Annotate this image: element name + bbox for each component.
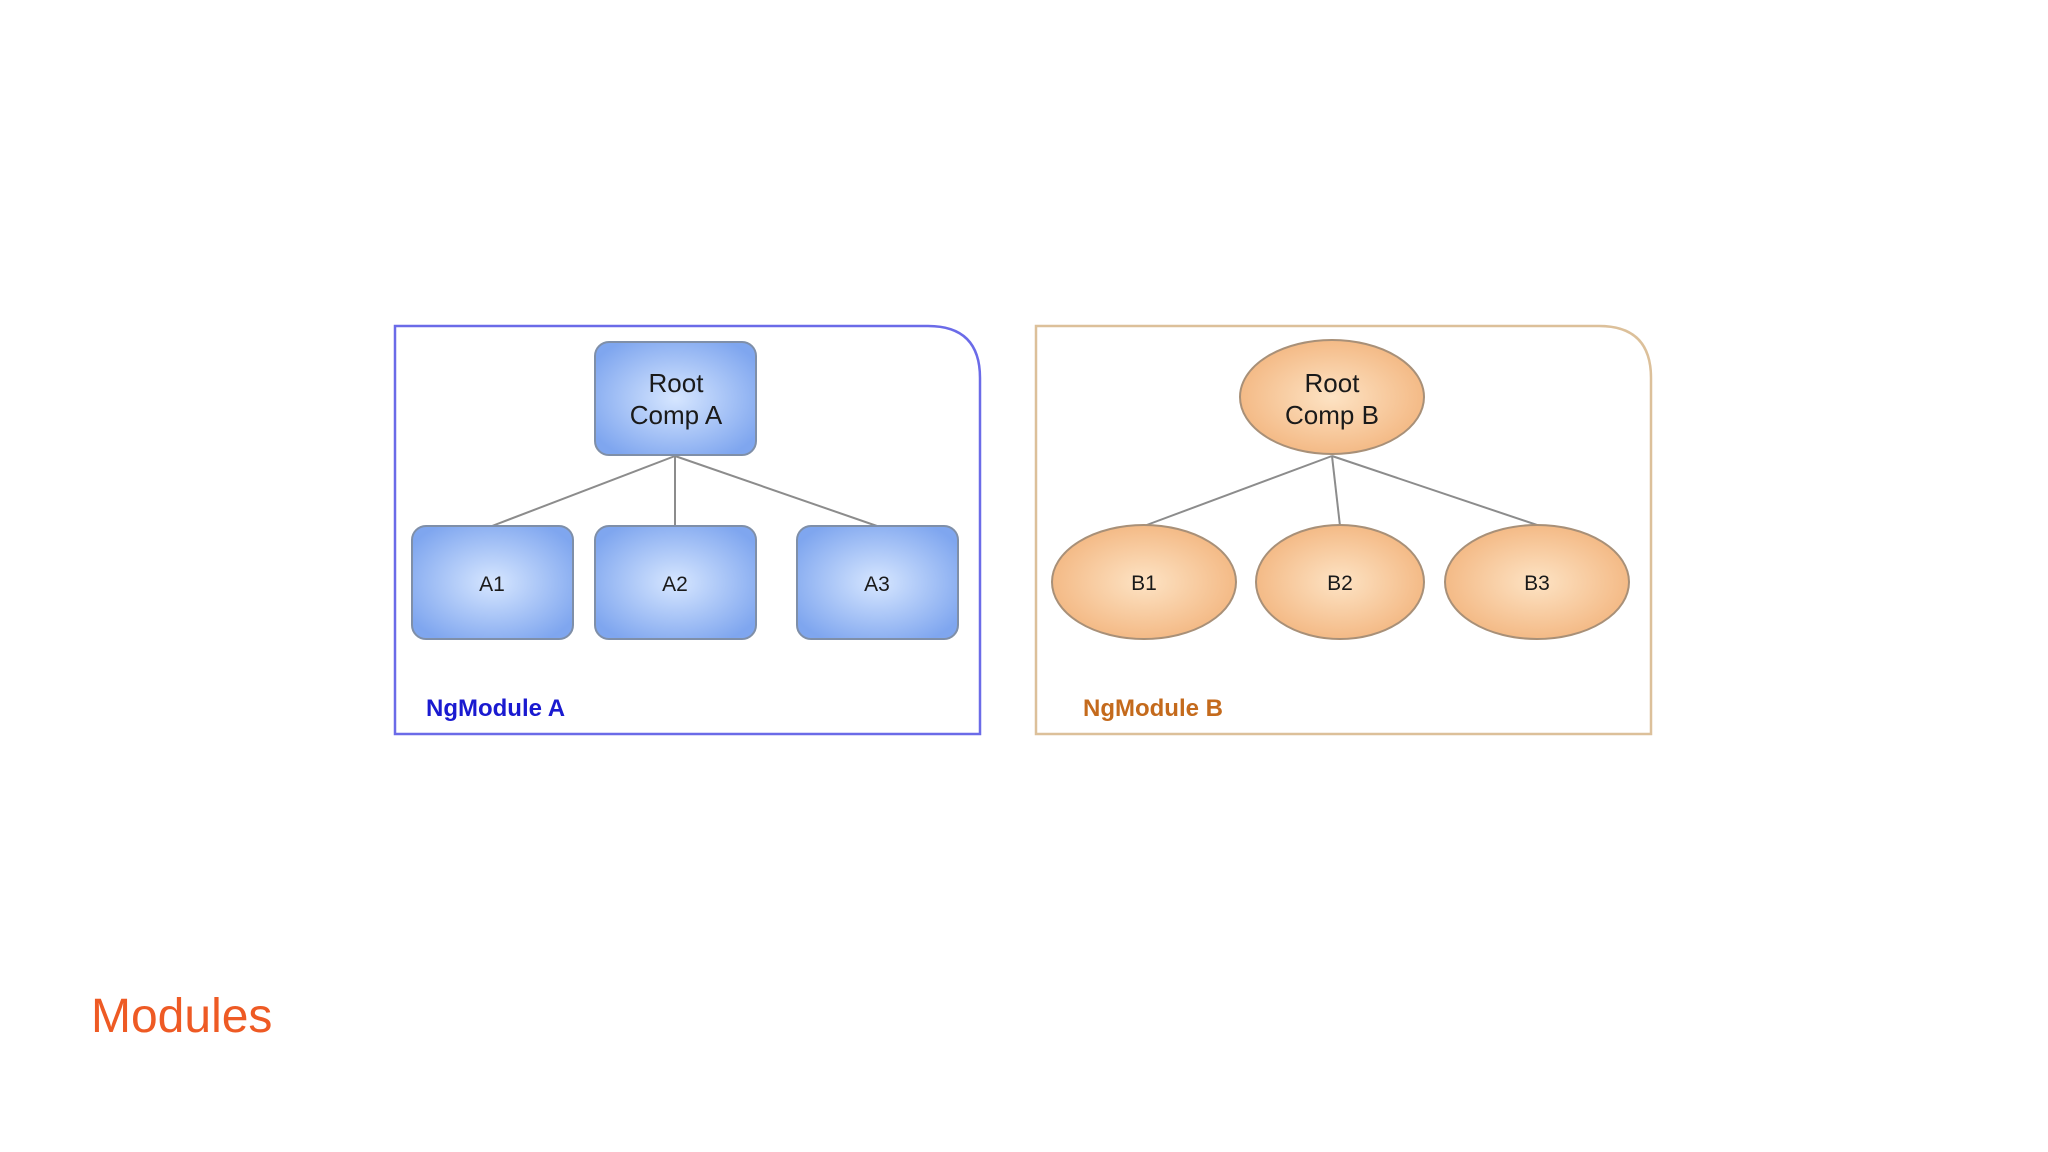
module-a-label: NgModule A: [426, 695, 565, 722]
node-root-comp-b: Root Comp B: [1239, 339, 1425, 455]
node-b3-label: B3: [1524, 572, 1550, 595]
module-b-label: NgModule B: [1083, 695, 1223, 722]
node-a1-label: A1: [479, 573, 505, 596]
module-a: Root Comp A A1 A2 A3 NgModule A: [393, 324, 982, 736]
connector-root-b-to-b2: [1331, 455, 1341, 527]
connector-root-a-to-a3: [674, 455, 878, 527]
node-root-comp-b-line1: Root: [1305, 368, 1361, 398]
node-a3: A3: [796, 525, 959, 640]
node-a3-label: A3: [864, 573, 890, 596]
module-b: Root Comp B B1 B2 B3 NgModule B: [1034, 324, 1653, 736]
node-root-comp-a-line1: Root: [649, 368, 705, 398]
node-b1: B1: [1051, 524, 1237, 640]
connector-root-a-to-a1: [491, 455, 676, 527]
connector-root-b-to-b3: [1331, 455, 1541, 527]
node-b2-label: B2: [1327, 572, 1353, 595]
node-a1: A1: [411, 525, 574, 640]
slide-title: Modules: [91, 990, 273, 1043]
node-root-comp-a-line2: Comp A: [630, 400, 723, 430]
node-a2: A2: [594, 525, 757, 640]
node-b3: B3: [1444, 524, 1630, 640]
node-b2: B2: [1255, 524, 1425, 640]
node-root-comp-b-line2: Comp B: [1285, 400, 1379, 430]
node-b1-label: B1: [1131, 572, 1157, 595]
module-a-connectors: [491, 455, 878, 527]
connector-root-b-to-b1: [1143, 455, 1333, 527]
module-b-connectors: [1143, 455, 1541, 527]
node-root-comp-a: Root Comp A: [594, 341, 757, 456]
node-a2-label: A2: [662, 573, 688, 596]
